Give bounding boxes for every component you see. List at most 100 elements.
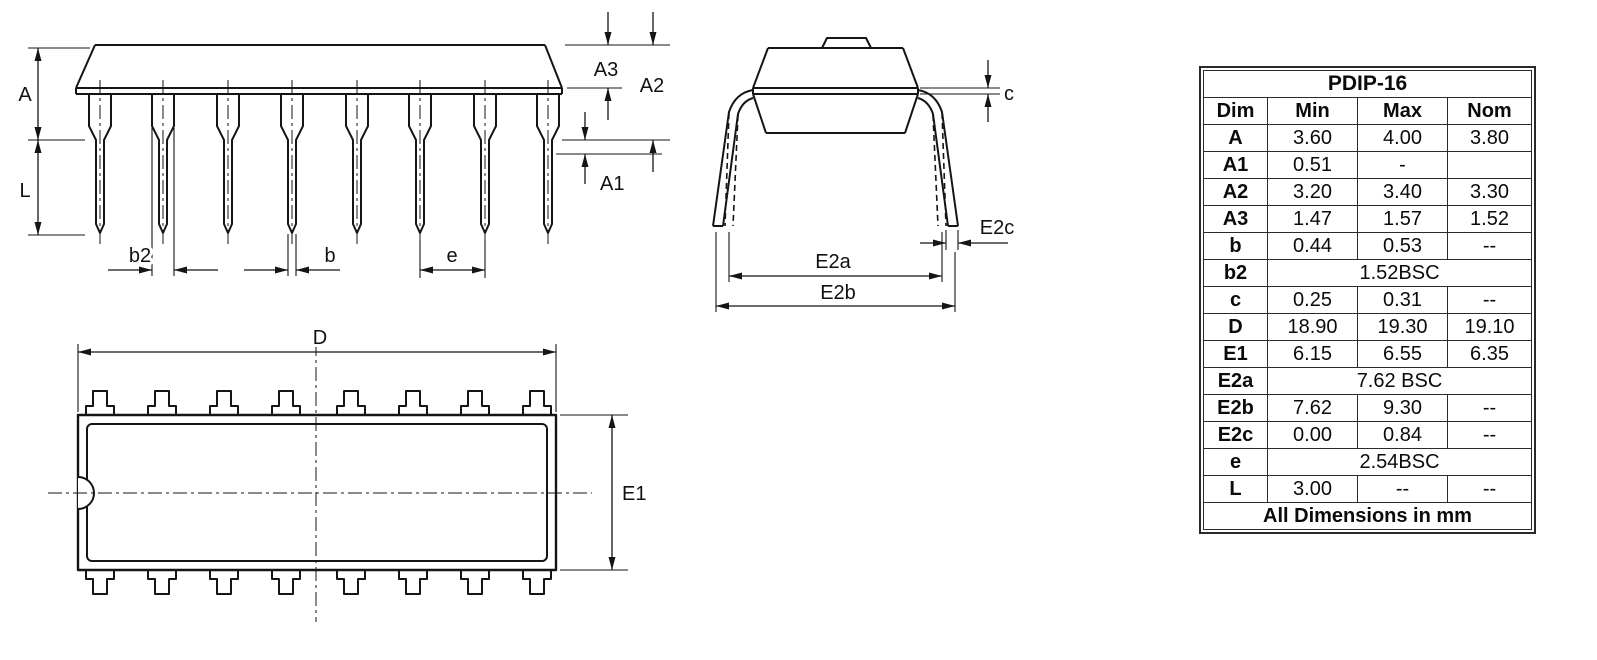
- pin-centerlines: [99, 80, 549, 246]
- nom-cell: --: [1447, 232, 1532, 260]
- table-row: L 3.00 -- --: [1203, 475, 1532, 503]
- table-row: A2 3.20 3.40 3.30: [1203, 178, 1532, 206]
- dim-label-E2c: E2c: [980, 217, 1014, 239]
- span-cell: 1.52BSC: [1267, 259, 1532, 287]
- dim-cell: D: [1203, 313, 1268, 341]
- max-cell: 1.57: [1357, 205, 1448, 233]
- header-dim: Dim: [1203, 97, 1268, 125]
- dim-label-c: c: [1004, 83, 1014, 105]
- dim-label-L: L: [19, 180, 30, 202]
- max-cell: 6.55: [1357, 340, 1448, 368]
- min-cell: 3.00: [1267, 475, 1358, 503]
- dim-label-b2: b2: [129, 245, 151, 267]
- dim-label-b: b: [324, 245, 335, 267]
- dim-cell: A1: [1203, 151, 1268, 179]
- dim-label-E2a: E2a: [815, 251, 851, 273]
- dim-label-D: D: [313, 327, 327, 349]
- table-footer-row: All Dimensions in mm: [1203, 502, 1532, 530]
- dim-cell: E2b: [1203, 394, 1268, 422]
- dim-cell: E2c: [1203, 421, 1268, 449]
- nom-cell: 1.52: [1447, 205, 1532, 233]
- max-cell: 9.30: [1357, 394, 1448, 422]
- end-body-outline: [752, 37, 919, 134]
- dim-cell: L: [1203, 475, 1268, 503]
- header-max: Max: [1357, 97, 1448, 125]
- min-cell: 7.62: [1267, 394, 1358, 422]
- table-row: E2c 0.00 0.84 --: [1203, 421, 1532, 449]
- bottom-row-pins: [85, 570, 552, 595]
- max-cell: --: [1357, 475, 1448, 503]
- table-title-row: PDIP-16: [1203, 70, 1532, 98]
- min-cell: 18.90: [1267, 313, 1358, 341]
- left-pin-splayed: [712, 89, 754, 227]
- nom-cell: 6.35: [1447, 340, 1532, 368]
- min-cell: 3.20: [1267, 178, 1358, 206]
- top-row-pins: [85, 390, 552, 415]
- span-cell: 7.62 BSC: [1267, 367, 1532, 395]
- table-row: b 0.44 0.53 --: [1203, 232, 1532, 260]
- header-nom: Nom: [1447, 97, 1532, 125]
- package-pins-outline: [88, 94, 560, 234]
- min-cell: 0.25: [1267, 286, 1358, 314]
- left-pin-dashed: [724, 112, 739, 227]
- dim-label-A1: A1: [600, 173, 624, 195]
- top-view-drawing: D E1: [48, 324, 649, 622]
- dim-cell: c: [1203, 286, 1268, 314]
- nom-cell: --: [1447, 394, 1532, 422]
- max-cell: 19.30: [1357, 313, 1448, 341]
- dim-label-E2b: E2b: [820, 282, 856, 304]
- min-cell: 3.60: [1267, 124, 1358, 152]
- nom-cell: [1447, 151, 1532, 179]
- dim-cell: A2: [1203, 178, 1268, 206]
- right-pin-dashed: [932, 112, 947, 227]
- table-row: b2 1.52BSC: [1203, 259, 1532, 287]
- max-cell: 0.31: [1357, 286, 1448, 314]
- right-pin-splayed: [917, 89, 959, 227]
- nom-cell: --: [1447, 421, 1532, 449]
- dimension-table-frame: PDIP-16 Dim Min Max Nom A 3.60 4.00 3.80…: [1199, 66, 1536, 534]
- dim-label-E1: E1: [622, 483, 646, 505]
- dim-cell: E2a: [1203, 367, 1268, 395]
- dim-cell: e: [1203, 448, 1268, 476]
- top-view-centerlines: [48, 342, 592, 622]
- span-cell: 2.54BSC: [1267, 448, 1532, 476]
- min-cell: 0.51: [1267, 151, 1358, 179]
- package-body-outline: [75, 44, 563, 95]
- end-view-drawing: c E2c E2a E2b: [712, 37, 1017, 312]
- extension-lines-side: [28, 44, 670, 278]
- max-cell: 0.84: [1357, 421, 1448, 449]
- extension-lines-top: [77, 344, 628, 571]
- nom-cell: --: [1447, 475, 1532, 503]
- table-row: c 0.25 0.31 --: [1203, 286, 1532, 314]
- dim-label-A3: A3: [594, 59, 618, 81]
- max-cell: 3.40: [1357, 178, 1448, 206]
- table-title: PDIP-16: [1203, 70, 1532, 98]
- table-row: E1 6.15 6.55 6.35: [1203, 340, 1532, 368]
- dim-cell: A3: [1203, 205, 1268, 233]
- min-cell: 1.47: [1267, 205, 1358, 233]
- nom-cell: 19.10: [1447, 313, 1532, 341]
- dim-cell: E1: [1203, 340, 1268, 368]
- dimension-table: PDIP-16 Dim Min Max Nom A 3.60 4.00 3.80…: [1203, 70, 1532, 530]
- dim-cell: b2: [1203, 259, 1268, 287]
- header-min: Min: [1267, 97, 1358, 125]
- min-cell: 6.15: [1267, 340, 1358, 368]
- min-cell: 0.44: [1267, 232, 1358, 260]
- table-row: e 2.54BSC: [1203, 448, 1532, 476]
- nom-cell: 3.80: [1447, 124, 1532, 152]
- dim-label-A2: A2: [640, 75, 664, 97]
- nom-cell: 3.30: [1447, 178, 1532, 206]
- table-header-row: Dim Min Max Nom: [1203, 97, 1532, 125]
- max-cell: -: [1357, 151, 1448, 179]
- table-row: A 3.60 4.00 3.80: [1203, 124, 1532, 152]
- table-row: E2a 7.62 BSC: [1203, 367, 1532, 395]
- dim-cell: b: [1203, 232, 1268, 260]
- min-cell: 0.00: [1267, 421, 1358, 449]
- max-cell: 4.00: [1357, 124, 1448, 152]
- dim-label-A: A: [18, 84, 32, 106]
- max-cell: 0.53: [1357, 232, 1448, 260]
- nom-cell: --: [1447, 286, 1532, 314]
- table-row: E2b 7.62 9.30 --: [1203, 394, 1532, 422]
- table-row: A1 0.51 -: [1203, 151, 1532, 179]
